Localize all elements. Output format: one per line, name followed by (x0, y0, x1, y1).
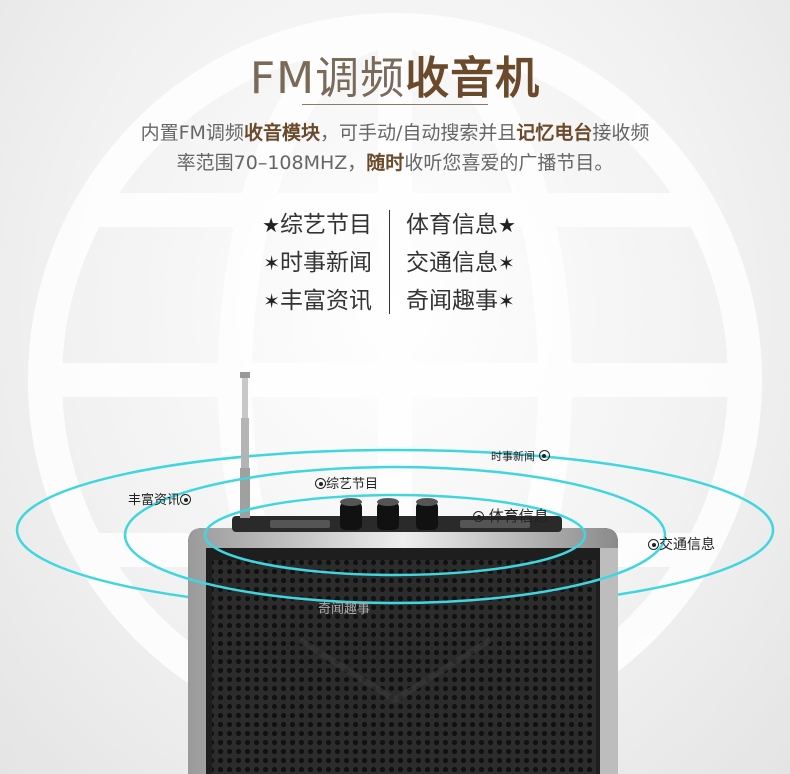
target-icon (180, 494, 192, 505)
intro-text-4: 率范围70–108MHZ， (176, 152, 367, 174)
ring-label: 体育信息 (473, 505, 549, 526)
target-icon (473, 511, 484, 522)
page-title: FM调频收音机 (0, 42, 790, 106)
volume-knobs (340, 498, 438, 530)
category-item: 体育信息★ (406, 206, 516, 244)
antenna (240, 372, 250, 518)
intro-text-3: 接收频 (592, 122, 650, 144)
ring-label: 综艺节目 (315, 473, 378, 492)
star-icon: ✶ (263, 289, 280, 313)
signal-ring-middle (123, 465, 667, 605)
target-icon (538, 450, 550, 461)
intro-bold-1: 收音模块 (243, 122, 320, 144)
star-icon: ✶ (498, 289, 515, 313)
category-item: ★综艺节目 (262, 206, 372, 244)
category-label: 时事新闻 (280, 250, 372, 276)
title-bold: 收音机 (405, 53, 541, 104)
category-label: 奇闻趣事 (406, 288, 498, 314)
speaker-body (188, 516, 618, 774)
intro-paragraph: 内置FM调频收音模块，可手动/自动搜索并且记忆电台接收频率范围70–108MHZ… (60, 118, 730, 178)
intro-bold-3: 随时 (366, 152, 405, 174)
title-thin: FM调频 (249, 53, 406, 104)
star-icon: ✶ (263, 251, 280, 275)
ring-label: 奇闻趣事 (318, 602, 371, 617)
intro-text-1: 内置FM调频 (140, 122, 244, 144)
intro-bold-2: 记忆电台 (516, 122, 593, 144)
star-icon: ★ (262, 213, 280, 237)
title-underline (302, 104, 488, 105)
star-icon: ✶ (498, 251, 515, 275)
category-column-right: 体育信息★ 交通信息✶ 奇闻趣事✶ (406, 206, 516, 320)
category-label: 体育信息 (406, 212, 498, 238)
star-icon: ★ (498, 213, 516, 237)
category-item: 交通信息✶ (406, 244, 516, 282)
list-divider (389, 210, 390, 314)
target-icon (315, 478, 326, 489)
ring-label: 丰富资讯 (128, 489, 192, 508)
ring-label: 时事新闻 (491, 448, 550, 464)
category-item: ✶丰富资讯 (262, 282, 372, 320)
category-label: 综艺节目 (280, 212, 372, 238)
category-column-left: ★综艺节目 ✶时事新闻 ✶丰富资讯 (262, 206, 372, 320)
category-label: 丰富资讯 (280, 288, 372, 314)
category-label: 交通信息 (406, 250, 498, 276)
target-icon (648, 539, 659, 550)
intro-text-2: ，可手动/自动搜索并且 (319, 122, 517, 144)
intro-text-5: 收听您喜爱的广播节目。 (404, 152, 614, 174)
ring-label: 交通信息 (648, 534, 715, 554)
signal-ring-inner (203, 493, 587, 577)
category-item: 奇闻趣事✶ (406, 282, 516, 320)
category-item: ✶时事新闻 (262, 244, 372, 282)
